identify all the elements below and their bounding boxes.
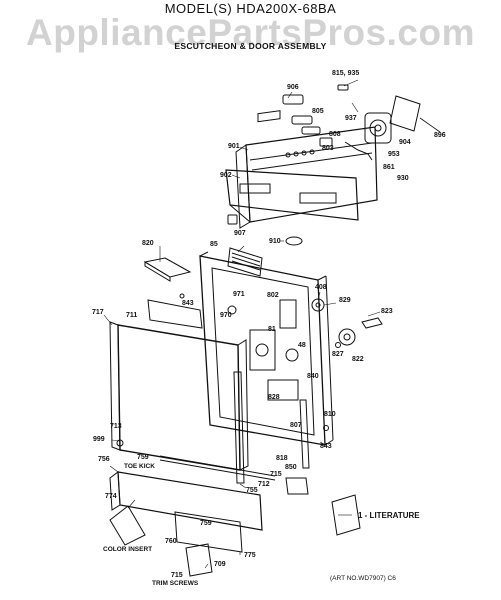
callout-818: 818 [276, 455, 288, 462]
callout-822: 822 [352, 356, 364, 363]
callout-48: 48 [298, 342, 306, 349]
callout-843-lower: 843 [320, 443, 332, 450]
label-toe-kick: TOE KICK [124, 463, 155, 470]
callout-709: 709 [214, 561, 226, 568]
callout-713: 713 [110, 423, 122, 430]
small-switch-parts [282, 84, 349, 147]
callout-829: 829 [339, 297, 351, 304]
part-810 [323, 425, 329, 431]
callout-823: 823 [381, 308, 393, 315]
callout-775: 775 [244, 552, 256, 559]
callout-827: 827 [332, 351, 344, 358]
callout-717: 717 [92, 309, 104, 316]
callout-999: 999 [93, 436, 105, 443]
door-handle-820 [143, 257, 192, 282]
callout-715-upper: 715 [270, 471, 282, 478]
callout-810: 810 [324, 411, 336, 418]
callout-906: 906 [287, 84, 299, 91]
part-999 [116, 439, 124, 447]
callout-408: 408 [315, 284, 327, 291]
callout-953: 953 [388, 151, 400, 158]
inner-door-frame [199, 251, 334, 446]
callout-843-upper: 843 [182, 300, 194, 307]
callout-774: 774 [105, 493, 117, 500]
callout-712: 712 [258, 481, 270, 488]
clip-907 [227, 214, 238, 225]
callout-760: 760 [165, 538, 177, 545]
callout-820: 820 [142, 240, 154, 247]
literature-envelope [331, 494, 361, 536]
callout-840: 840 [307, 373, 319, 380]
callout-803: 803 [322, 145, 334, 152]
label-trim-screws: TRIM SCREWS [152, 580, 199, 587]
callout-815-935: 815, 935 [332, 70, 360, 77]
toe-kick-panel [109, 455, 276, 531]
callout-755: 755 [246, 487, 258, 494]
literature-sheet [389, 95, 421, 132]
outer-door-panel [109, 299, 249, 471]
callout-85: 85 [210, 241, 218, 248]
callout-756: 756 [98, 456, 110, 463]
watermark: AppliancePartsPros.com [26, 12, 475, 53]
art-number: (ART NO.WD7907) C6 [330, 575, 396, 582]
screw-843 [179, 293, 185, 299]
callout-850: 850 [285, 464, 297, 471]
callout-971: 971 [233, 291, 245, 298]
label-literature: 1 - LITERATURE [358, 511, 420, 520]
bracket-850 [285, 477, 309, 495]
callout-81: 81 [268, 326, 276, 333]
callout-930: 930 [397, 175, 409, 182]
callout-828: 828 [268, 394, 280, 401]
callout-910: 910 [269, 238, 281, 245]
lower-trim-pieces [174, 511, 243, 577]
page-title: MODEL(S) HDA200X-68BA [164, 1, 337, 16]
callout-901: 901 [228, 143, 240, 150]
callout-807: 807 [290, 422, 302, 429]
callout-970: 970 [220, 312, 232, 319]
side-trim-pieces [233, 371, 310, 484]
color-insert [109, 505, 146, 546]
callout-715-lower: 715 [171, 572, 183, 579]
page-subtitle: ESCUTCHEON & DOOR ASSEMBLY [174, 41, 327, 51]
callout-904: 904 [399, 139, 411, 146]
knob-910 [285, 236, 303, 246]
timer-module [344, 112, 392, 161]
callout-805: 805 [312, 108, 324, 115]
callout-907: 907 [234, 230, 246, 237]
control-panel-front [225, 169, 359, 223]
callout-802: 802 [267, 292, 279, 299]
callout-759-upper: 759 [137, 454, 149, 461]
callout-711: 711 [126, 312, 138, 319]
callout-937: 937 [345, 115, 357, 122]
callout-896: 896 [434, 132, 446, 139]
callout-759-lower: 759 [200, 520, 212, 527]
callout-808: 808 [329, 131, 341, 138]
leader-lines [103, 79, 381, 569]
label-color-insert: COLOR INSERT [103, 546, 153, 553]
dispenser-parts [311, 298, 383, 348]
callout-902: 902 [220, 172, 232, 179]
callout-861: 861 [383, 164, 395, 171]
escutcheon-panel [235, 110, 378, 229]
